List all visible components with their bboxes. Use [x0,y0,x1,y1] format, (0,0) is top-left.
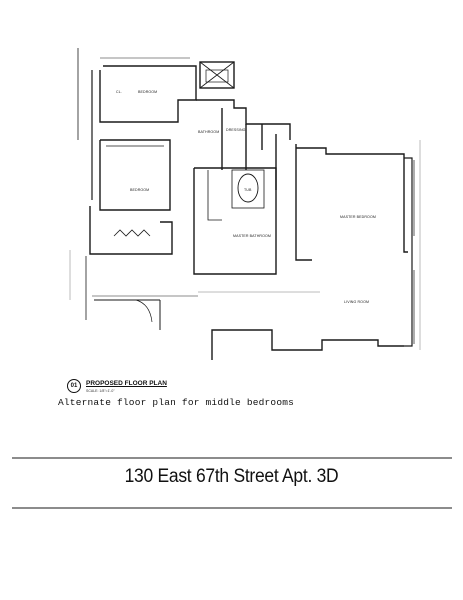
tub-fixture [237,173,259,203]
wall-corridor [196,99,291,140]
label-bathroom: BATHROOM [198,130,220,134]
shaft-cross [199,61,235,89]
label-bedroom-top: BEDROOM [138,90,158,94]
label-bedroom-mid: BEDROOM [130,188,150,192]
wall-bedroom-mid [99,139,171,211]
wall-closet-lower [89,206,173,255]
wall-master-bath-inner [207,170,222,221]
wall-master-divider [295,144,312,261]
label-living-room: LIVING ROOM [344,300,370,304]
alternate-plan-caption: Alternate floor plan for middle bedrooms [58,397,295,408]
wall-living-bottom [211,329,404,360]
label-master-bath: MASTER BATHROOM [233,234,271,238]
wall-bedroom-top [99,65,197,123]
label-tub: TUB [244,188,252,192]
door-swing [135,299,153,323]
tub-surround [231,169,265,209]
shaft-box [199,61,235,89]
wall-lower-left [94,299,161,330]
closet-zigzag [113,229,151,237]
label-dressing: DRESSING [226,128,246,132]
plan-number-badge: 01 [67,379,81,393]
wall-master-bath [193,167,277,275]
wall-bath-center [221,108,247,170]
wall-master-bedroom [296,147,408,253]
label-closet: CL. [116,90,122,94]
plan-title: PROPOSED FLOOR PLAN [86,380,167,387]
plan-scale: SCALE: 1/8"=1'-0" [86,389,115,393]
shaft-inner [205,69,229,83]
label-master-bedroom: MASTER BEDROOM [340,215,376,219]
address-title: 130 East 67th Street Apt. 3D [124,466,339,487]
wall-right-outer [404,157,413,347]
